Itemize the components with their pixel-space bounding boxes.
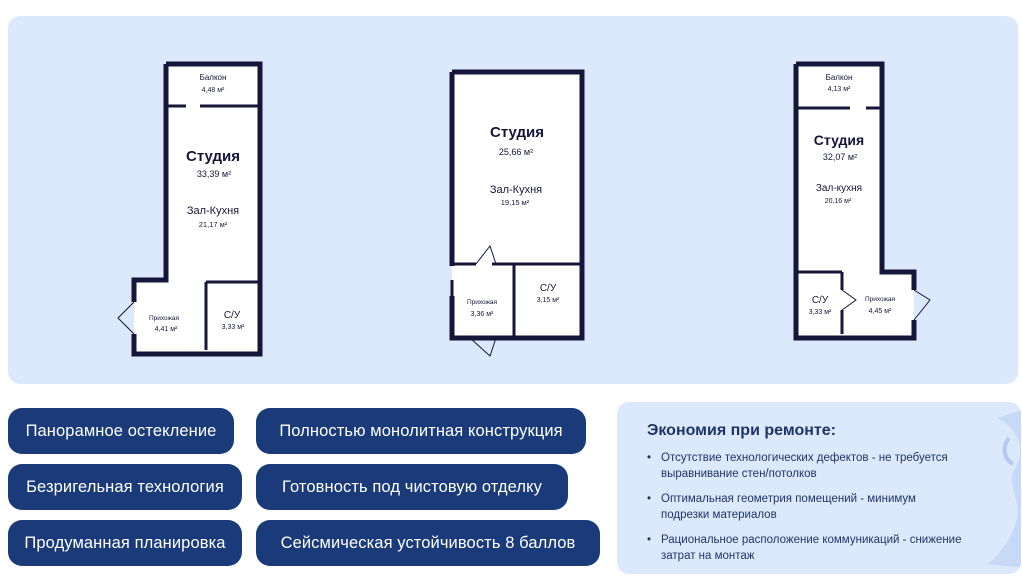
plan3-inner-walls [798, 106, 882, 334]
plan1-balcony-name: Балкон [200, 73, 227, 82]
plan1-studio [166, 104, 258, 280]
plan1-balcony [166, 64, 260, 106]
bullet-icon: • [647, 534, 652, 546]
plan1-hall-area: 4,41 м² [155, 326, 178, 333]
feature-panoramic-glazing: Панорамное остекление [8, 408, 234, 454]
savings-item-text: Отсутствие технологических дефектов - не… [661, 452, 948, 480]
plan2-studio-area: 25,66 м² [499, 147, 533, 157]
savings-list: • Отсутствие технологических дефектов - н… [647, 450, 967, 573]
plan3-lower-rooms [798, 270, 914, 338]
plan2-kitchen-name: Зал-Кухня [490, 184, 542, 196]
plan1-lower-rooms [134, 278, 258, 354]
feature-planning: Продуманная планировка [8, 520, 242, 566]
plan3-bath-name: С/У [812, 295, 829, 306]
plan1-bath-area: 3,33 м² [222, 324, 245, 331]
list-item: • Отсутствие технологических дефектов - н… [647, 450, 967, 482]
feature-beamless-technology: Безригельная технология [8, 464, 242, 510]
plan3-hall-area: 4,45 м² [869, 308, 892, 315]
plan2-kitchen-area: 19,15 м² [501, 198, 530, 207]
floor-plan-2: Студия 25,66 м² Зал-Кухня 19,15 м² Прихо… [449, 69, 585, 357]
plan1-door-swing [117, 301, 135, 335]
list-item: • Оптимальная геометрия помещений - миним… [647, 491, 967, 523]
floor-plan-3: Балкон 4,13 м² Студия 32,07 м² Зал-кухня… [793, 61, 931, 341]
savings-item-text: Оптимальная геометрия помещений - миниму… [661, 493, 916, 521]
plan3-studio-area: 32,07 м² [823, 152, 857, 162]
plan3-studio [798, 106, 882, 272]
floor-plans-diagram: Балкон 4,48 м² Студия 33,39 м² Зал-Кухня… [117, 61, 931, 357]
plan3-balcony-area: 4,13 м² [828, 86, 851, 93]
plan3-door-swings [841, 289, 931, 321]
plan3-bath-area: 3,33 м² [809, 309, 832, 316]
plan3-hall-name: Прихожая [865, 296, 896, 303]
plan3-studio-name: Студия [814, 132, 864, 148]
plan1-bath-name: С/У [224, 310, 241, 321]
feature-finishing-ready: Готовность под чистовую отделку [256, 464, 568, 510]
list-item: • Рациональное расположение коммуникаций … [647, 532, 967, 564]
plan1-outer-walls [131, 61, 263, 357]
plan2-bath-area: 3,15 м² [537, 297, 560, 304]
plan2-studio-name: Студия [490, 124, 544, 141]
plan3-kitchen-area: 20,16 м² [825, 198, 852, 205]
plan2-body [452, 72, 582, 338]
plan3-balcony [796, 64, 882, 108]
savings-item-text: Рациональное расположение коммуникаций -… [661, 534, 962, 562]
plan3-outer-walls [793, 61, 917, 341]
plan1-studio-name: Студия [186, 148, 240, 165]
bullet-icon: • [647, 493, 652, 505]
feature-monolithic-construction: Полностью монолитная конструкция [256, 408, 586, 454]
plan1-hall-name: Прихожая [149, 315, 180, 322]
plan1-kitchen-area: 21,17 м² [199, 220, 228, 229]
plan1-bath-walls [204, 280, 258, 350]
plan2-hall-area: 3,36 м² [471, 311, 494, 318]
plan2-bath-name: С/У [540, 283, 557, 294]
bullet-icon: • [647, 452, 652, 464]
floor-plan-1: Балкон 4,48 м² Студия 33,39 м² Зал-Кухня… [117, 61, 263, 357]
savings-card: Экономия при ремонте: • Отсутствие технол… [617, 402, 1021, 574]
plan3-balcony-name: Балкон [826, 73, 853, 82]
plan1-studio-area: 33,39 м² [197, 169, 231, 179]
plan2-inner-walls [450, 262, 582, 338]
plan1-balcony-area: 4,48 м² [202, 87, 225, 94]
plan2-hall-name: Прихожая [467, 299, 498, 306]
plan3-kitchen-name: Зал-кухня [816, 183, 862, 194]
savings-title: Экономия при ремонте: [647, 422, 836, 439]
decorative-shape-icon [987, 410, 1021, 568]
plan1-kitchen-name: Зал-Кухня [187, 205, 239, 217]
feature-seismic-resistance: Сейсмическая устойчивость 8 баллов [256, 520, 600, 566]
plan2-door-swings [469, 244, 497, 357]
